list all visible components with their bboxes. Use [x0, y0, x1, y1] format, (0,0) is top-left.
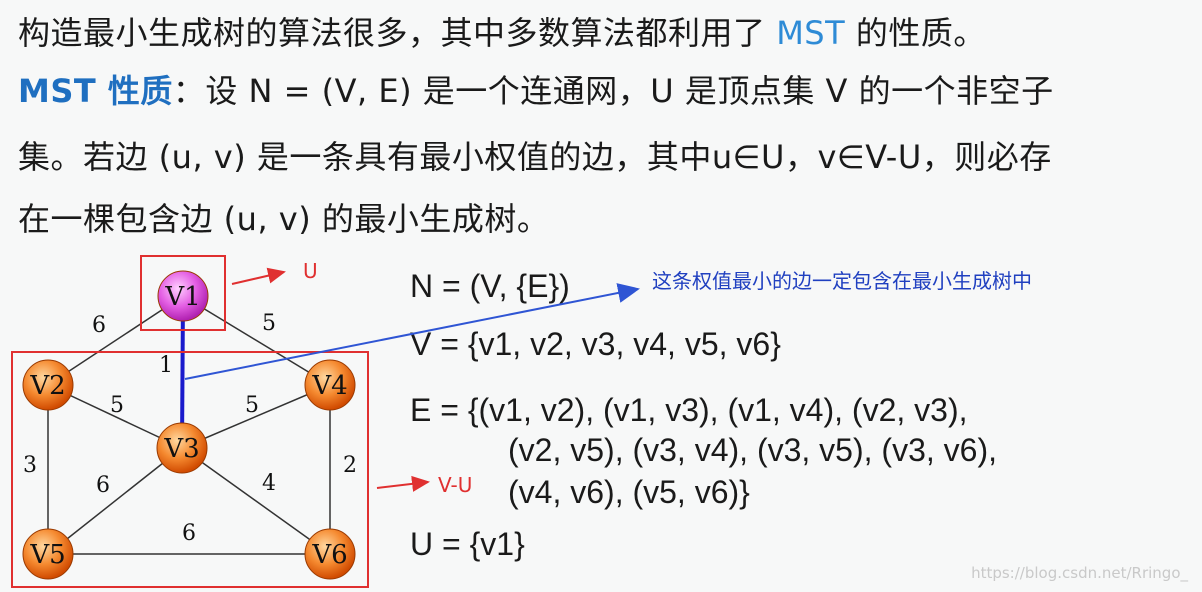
v-minus-u-box [11, 351, 369, 588]
edge-v1-v4 [182, 295, 331, 386]
u-definition: U = {v1} [410, 526, 525, 562]
watermark: https://blog.csdn.net/Rringo_ [971, 564, 1188, 582]
edge-weight-v5-v6: 6 [182, 521, 196, 546]
edge-weight-v3-v6: 4 [262, 471, 276, 496]
e-definition-line-1: E = {(v1, v2), (v1, v3), (v1, v4), (v2, … [410, 392, 968, 428]
node-v3: V3 [156, 422, 208, 474]
edge-weight-v2-v5: 3 [23, 453, 37, 478]
edge-layer: 6 1 5 5 3 5 6 4 2 6 [23, 295, 357, 555]
u-set-box [140, 255, 226, 331]
intro-line-1: 构造最小生成树的算法很多，其中多数算法都利用了 MST 的性质。 [18, 8, 986, 54]
u-arrow [231, 267, 286, 285]
node-v2: V2 [22, 359, 74, 411]
mst-property-title: MST 性质 [18, 72, 173, 110]
n-definition: N = (V, {E}) [410, 268, 570, 304]
intro-text-a: 构造最小生成树的算法很多，其中多数算法都利用了 [18, 14, 766, 52]
vu-arrow [376, 475, 430, 492]
edge-weight-v1-v2: 6 [92, 313, 106, 338]
node-v4: V4 [304, 359, 356, 411]
u-annotation: U [303, 259, 318, 283]
node-v1: V1 [157, 270, 209, 322]
property-text: ：设 N = (V, E) 是一个连通网，U 是顶点集 V 的一个非空子 [172, 72, 1054, 110]
node-v5: V5 [22, 528, 74, 580]
vu-annotation: V-U [438, 473, 472, 497]
property-line-4: 在一棵包含边 (u, v) 的最小生成树。 [18, 200, 550, 238]
node-label-v2: V2 [29, 371, 65, 401]
node-v6: V6 [304, 528, 356, 580]
e-definition-line-2: (v2, v5), (v3, v4), (v3, v5), (v3, v6), [508, 432, 997, 468]
edge-v3-v6 [181, 447, 331, 555]
property-line-3: 集。若边 (u, v) 是一条具有最小权值的边，其中u∈U，v∈V-U，则必存 [18, 138, 1052, 176]
node-label-v3: V3 [163, 434, 199, 464]
property-line-2: MST 性质：设 N = (V, E) 是一个连通网，U 是顶点集 V 的一个非… [18, 66, 1054, 112]
node-label-v5: V5 [29, 540, 65, 570]
node-label-v6: V6 [311, 540, 347, 570]
edge-weight-v3-v5: 6 [96, 473, 110, 498]
v-definition: V = {v1, v2, v3, v4, v5, v6} [410, 326, 781, 362]
edge-weight-v2-v3: 5 [110, 393, 124, 418]
edge-weight-v3-v4: 5 [245, 393, 259, 418]
edge-v3-v5 [47, 447, 183, 555]
edge-weight-v1-v3: 1 [159, 353, 173, 378]
node-label-v1: V1 [164, 282, 200, 312]
min-edge-arrow [184, 283, 640, 380]
node-label-v4: V4 [311, 371, 347, 401]
mst-term: MST [776, 14, 846, 52]
e-definition-line-3: (v4, v6), (v5, v6)} [508, 474, 750, 510]
edge-v1-v2 [47, 295, 184, 386]
edge-weight-v1-v4: 5 [262, 311, 276, 336]
edge-weight-v4-v6: 2 [343, 453, 357, 478]
min-edge-note: 这条权值最小的边一定包含在最小生成树中 [652, 269, 1032, 293]
edge-v3-v4 [181, 384, 331, 449]
intro-text-b: 的性质。 [855, 14, 986, 52]
